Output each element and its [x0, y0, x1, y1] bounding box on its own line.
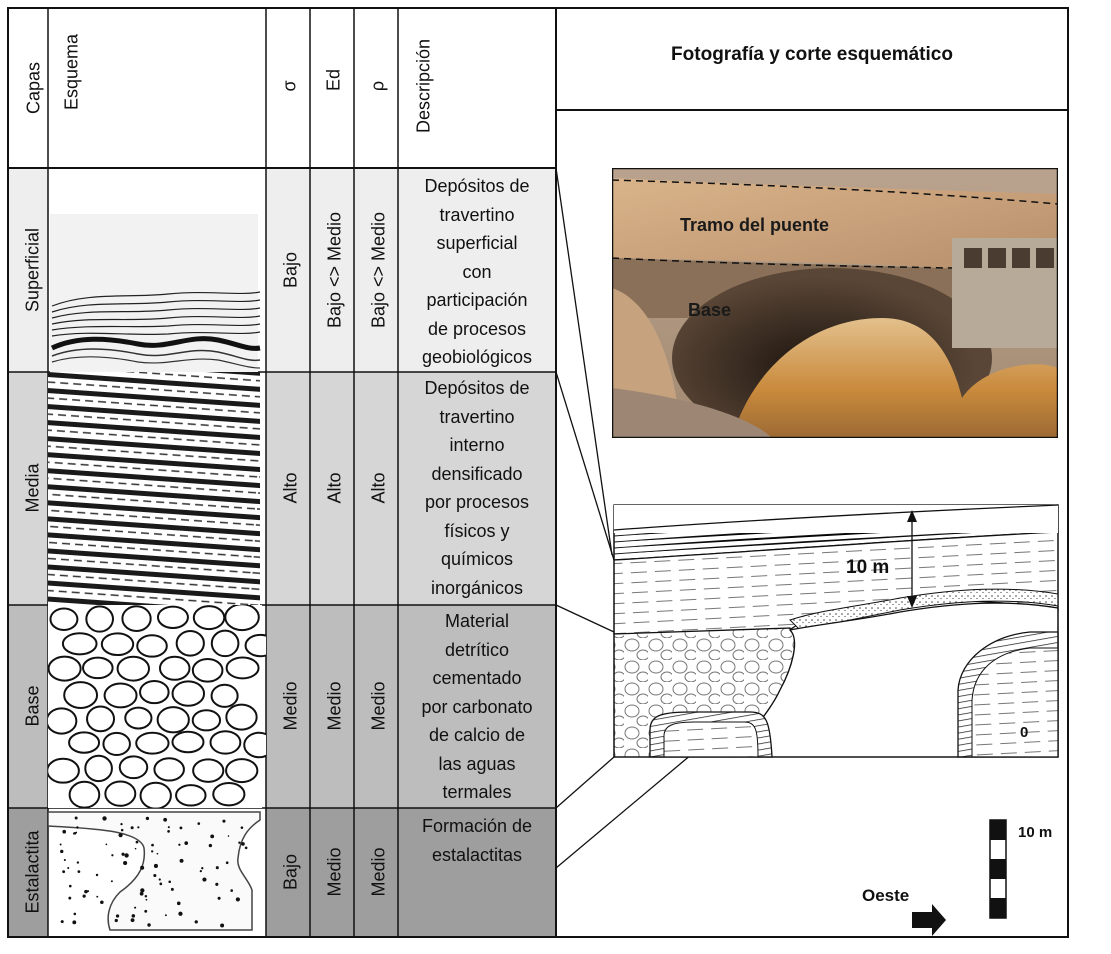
- zero-label: 0: [1020, 724, 1029, 741]
- photo-puente-del-inca: [612, 168, 1058, 438]
- photo-label-span: Tramo del puente: [680, 215, 830, 235]
- direction-label: Oeste: [862, 886, 910, 905]
- scheme-base: [48, 605, 266, 808]
- scheme-estalactita: [48, 811, 261, 931]
- photo-label-base: Base: [688, 300, 732, 320]
- scheme-media: [48, 372, 260, 605]
- scale-bar-label: 10 m: [1018, 824, 1053, 841]
- right-panel-title: Fotografía y corte esquemático: [671, 44, 953, 65]
- height-label: 10 m: [846, 557, 890, 578]
- scheme-superficial: [50, 214, 261, 372]
